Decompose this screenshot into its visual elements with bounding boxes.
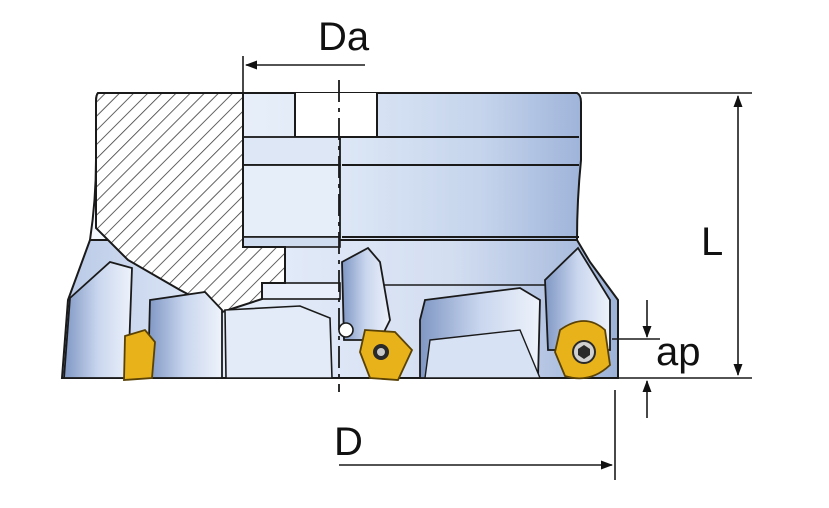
carbide-insert-center (359, 329, 414, 381)
carbide-insert-right (554, 320, 611, 380)
label-da: Da (318, 15, 370, 59)
label-ap: ap (656, 330, 701, 374)
label-d: D (334, 420, 363, 464)
flute-pockets (63, 246, 611, 379)
dimension-da (242, 56, 365, 93)
dimension-l (581, 92, 752, 379)
dimension-d (339, 390, 616, 480)
label-l: L (701, 220, 724, 264)
cross-section-hatch (95, 92, 286, 314)
coolant-hole (338, 322, 354, 338)
carbide-insert-left (123, 328, 156, 381)
dimension-ap (612, 300, 660, 418)
keyway-slot (294, 93, 378, 138)
